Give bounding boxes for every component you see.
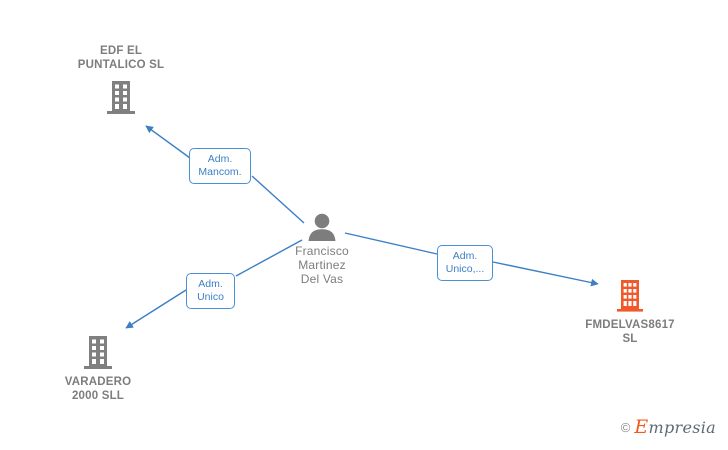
edge-line-adm-mancom-lower bbox=[251, 175, 305, 224]
brand-wordmark: Empresia bbox=[634, 416, 716, 438]
brand-rest: mpresia bbox=[648, 418, 716, 437]
node-label-edf-el-puntalico: EDF EL PUNTALICO SL bbox=[77, 45, 165, 71]
node-label-varadero-2000: VARADERO 2000 SLL bbox=[64, 376, 132, 402]
graph-node-fmdelvas8617[interactable]: FMDELVAS8617 SL bbox=[550, 278, 710, 346]
edge-line-adm-mancom-upper bbox=[145, 125, 191, 159]
building-icon[interactable] bbox=[104, 78, 138, 116]
edge-line-adm-unico-multiple-right bbox=[492, 261, 599, 287]
edge-badge-adm-unico-multiple[interactable]: Adm. Unico,... bbox=[437, 245, 493, 281]
person-icon[interactable] bbox=[306, 213, 338, 241]
copyright-icon: © bbox=[620, 419, 631, 435]
building-icon[interactable] bbox=[81, 333, 115, 371]
edge-line-adm-unico-upper bbox=[235, 239, 303, 277]
edge-line-adm-unico-lower bbox=[125, 289, 187, 329]
edge-line-adm-unico-multiple-left bbox=[344, 232, 438, 255]
node-label-fmdelvas8617: FMDELVAS8617 SL bbox=[585, 319, 675, 345]
edge-badge-adm-mancom[interactable]: Adm. Mancom. bbox=[189, 148, 251, 184]
graph-node-varadero-2000[interactable]: VARADERO 2000 SLL bbox=[18, 333, 178, 403]
brand-initial: E bbox=[634, 416, 649, 438]
graph-node-person[interactable]: Francisco Martinez Del Vas bbox=[242, 213, 402, 286]
edge-badge-adm-unico[interactable]: Adm. Unico bbox=[186, 273, 235, 309]
node-label-person: Francisco Martinez Del Vas bbox=[295, 244, 349, 286]
empresia-watermark: © Empresia bbox=[621, 416, 716, 438]
graph-node-edf-el-puntalico[interactable]: EDF EL PUNTALICO SL bbox=[41, 45, 201, 116]
building-icon[interactable] bbox=[615, 278, 645, 313]
